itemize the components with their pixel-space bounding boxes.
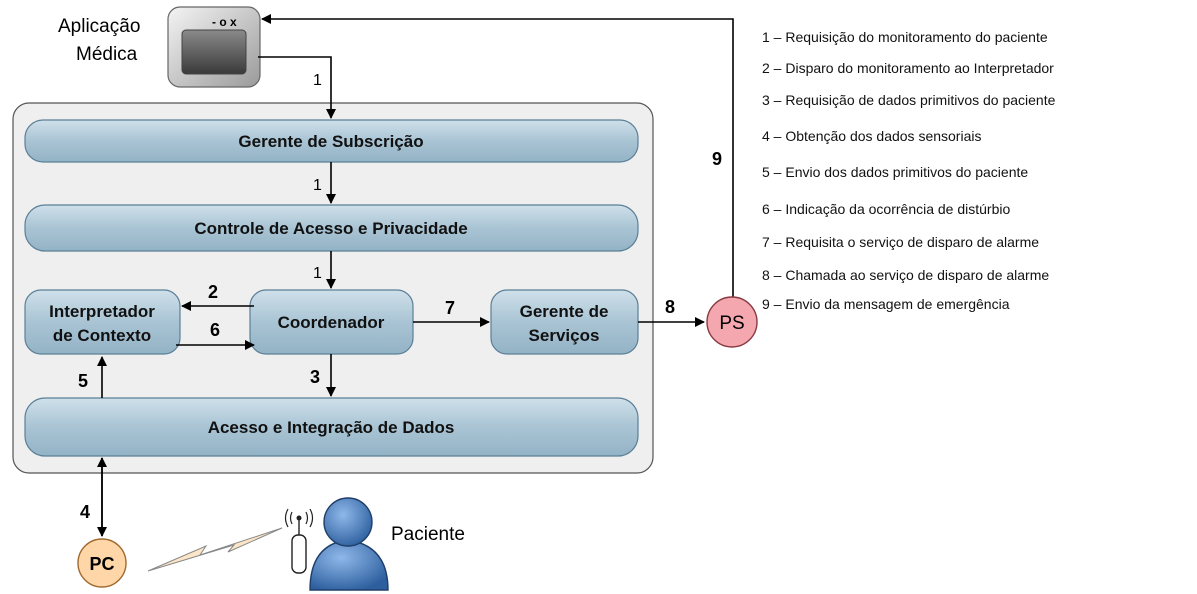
legend-item: 3 – Requisição de dados primitivos do pa… bbox=[762, 92, 1056, 108]
data-access-label: Acesso e Integração de Dados bbox=[208, 418, 455, 437]
pc-node[interactable] bbox=[77, 538, 127, 588]
service-manager-label-line1: Gerente de bbox=[520, 302, 609, 321]
ps-node[interactable] bbox=[706, 296, 758, 348]
legend-item: 9 – Envio da mensagem de emergência bbox=[762, 296, 1010, 312]
arrow-1-low-number: 1 bbox=[313, 265, 322, 282]
arrow-2-number: 2 bbox=[208, 282, 218, 302]
ps-node-label: PS bbox=[719, 313, 744, 334]
arrow-9-number: 9 bbox=[712, 149, 722, 169]
legend-item: 4 – Obtenção dos dados sensoriais bbox=[762, 128, 981, 144]
patient-person-icon bbox=[309, 497, 389, 591]
service-manager-label-line2: Serviços bbox=[529, 326, 600, 345]
legend-item: 8 – Chamada ao serviço de disparo de ala… bbox=[762, 267, 1049, 283]
wireless-link-icon bbox=[147, 527, 283, 572]
data-access-box[interactable] bbox=[24, 397, 639, 457]
app-label-line2: Médica bbox=[76, 44, 138, 65]
legend: 1 – Requisição do monitoramento do pacie… bbox=[762, 29, 1056, 312]
pc-node-label: PC bbox=[89, 554, 114, 574]
legend-item: 6 – Indicação da ocorrência de distúrbio bbox=[762, 201, 1010, 217]
arrow-1-top-number: 1 bbox=[313, 72, 322, 89]
arrow-4-number: 4 bbox=[80, 502, 90, 522]
legend-item: 1 – Requisição do monitoramento do pacie… bbox=[762, 29, 1048, 45]
arrow-8-number: 8 bbox=[665, 297, 675, 317]
context-interpreter-label-line1: Interpretador bbox=[49, 302, 155, 321]
arrow-7-number: 7 bbox=[445, 298, 455, 318]
arrow-5-number: 5 bbox=[78, 371, 88, 391]
context-interpreter-label-line2: de Contexto bbox=[53, 326, 151, 345]
arrow-9 bbox=[261, 14, 734, 297]
app-label-line1: Aplicação bbox=[58, 16, 140, 37]
arrow-1-top bbox=[258, 56, 336, 119]
access-control-label: Controle de Acesso e Privacidade bbox=[194, 219, 467, 238]
svg-text:- o x: - o x bbox=[212, 15, 237, 29]
sensor-antenna-icon bbox=[284, 508, 314, 574]
context-interpreter-box[interactable] bbox=[24, 289, 181, 355]
arrow-6-number: 6 bbox=[210, 320, 220, 340]
subscription-manager-label: Gerente de Subscrição bbox=[238, 132, 423, 151]
medical-app-window-icon: - o x bbox=[167, 6, 261, 88]
patient-label: Paciente bbox=[391, 524, 465, 545]
legend-item: 2 – Disparo do monitoramento ao Interpre… bbox=[762, 60, 1054, 76]
legend-item: 5 – Envio dos dados primitivos do pacien… bbox=[762, 164, 1028, 180]
arrow-1-mid-number: 1 bbox=[313, 177, 322, 194]
arrow-3-number: 3 bbox=[310, 367, 320, 387]
legend-item: 7 – Requisita o serviço de disparo de al… bbox=[762, 234, 1039, 250]
coordinator-label: Coordenador bbox=[278, 313, 385, 332]
